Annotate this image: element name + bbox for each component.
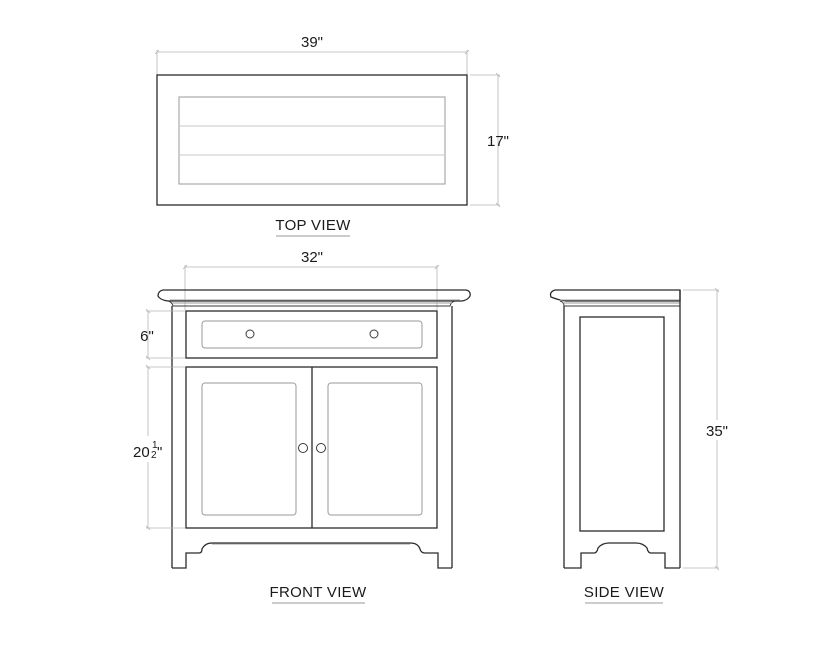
right-door-knob <box>316 443 326 453</box>
top-view: 39" 17" TOP VIEW <box>154 34 509 237</box>
crown-molding <box>157 289 471 307</box>
top-depth-label: 17" <box>487 133 509 150</box>
drawer <box>185 310 438 359</box>
top-outline <box>156 74 468 206</box>
front-view: 32" <box>132 249 471 604</box>
cabinet-doors <box>185 366 438 529</box>
side-view-label: SIDE VIEW <box>584 584 665 601</box>
drawer-height-dimension: 6" <box>140 308 185 361</box>
front-width-label: 32" <box>301 249 323 266</box>
top-width-label: 39" <box>301 34 323 51</box>
right-door-panel <box>327 382 423 516</box>
drawer-knob-right <box>369 329 379 339</box>
door-height-denominator: 2 <box>151 450 157 461</box>
side-crown-molding <box>549 289 681 307</box>
side-view: 35" SIDE VIEW <box>549 287 730 604</box>
side-height-dimension: 35" <box>683 287 730 571</box>
left-door-panel <box>201 382 297 516</box>
door-height-whole: 20 <box>133 444 150 461</box>
drawer-height-label: 6" <box>140 328 154 345</box>
side-height-label: 35" <box>706 423 728 440</box>
door-height-numerator: 1 <box>152 440 158 451</box>
left-door-knob <box>298 443 308 453</box>
side-panel <box>579 316 665 532</box>
top-width-dimension: 39" <box>154 34 470 75</box>
top-depth-dimension: 17" <box>470 72 509 208</box>
front-view-label: FRONT VIEW <box>270 584 367 601</box>
top-inner-panel <box>178 96 446 185</box>
door-height-unit: " <box>157 444 162 461</box>
door-height-dimension: 20 1 2 " <box>132 364 185 531</box>
top-view-label: TOP VIEW <box>275 217 351 234</box>
drawer-knob-left <box>245 329 255 339</box>
base-apron <box>172 542 452 569</box>
side-base-apron <box>564 542 680 569</box>
